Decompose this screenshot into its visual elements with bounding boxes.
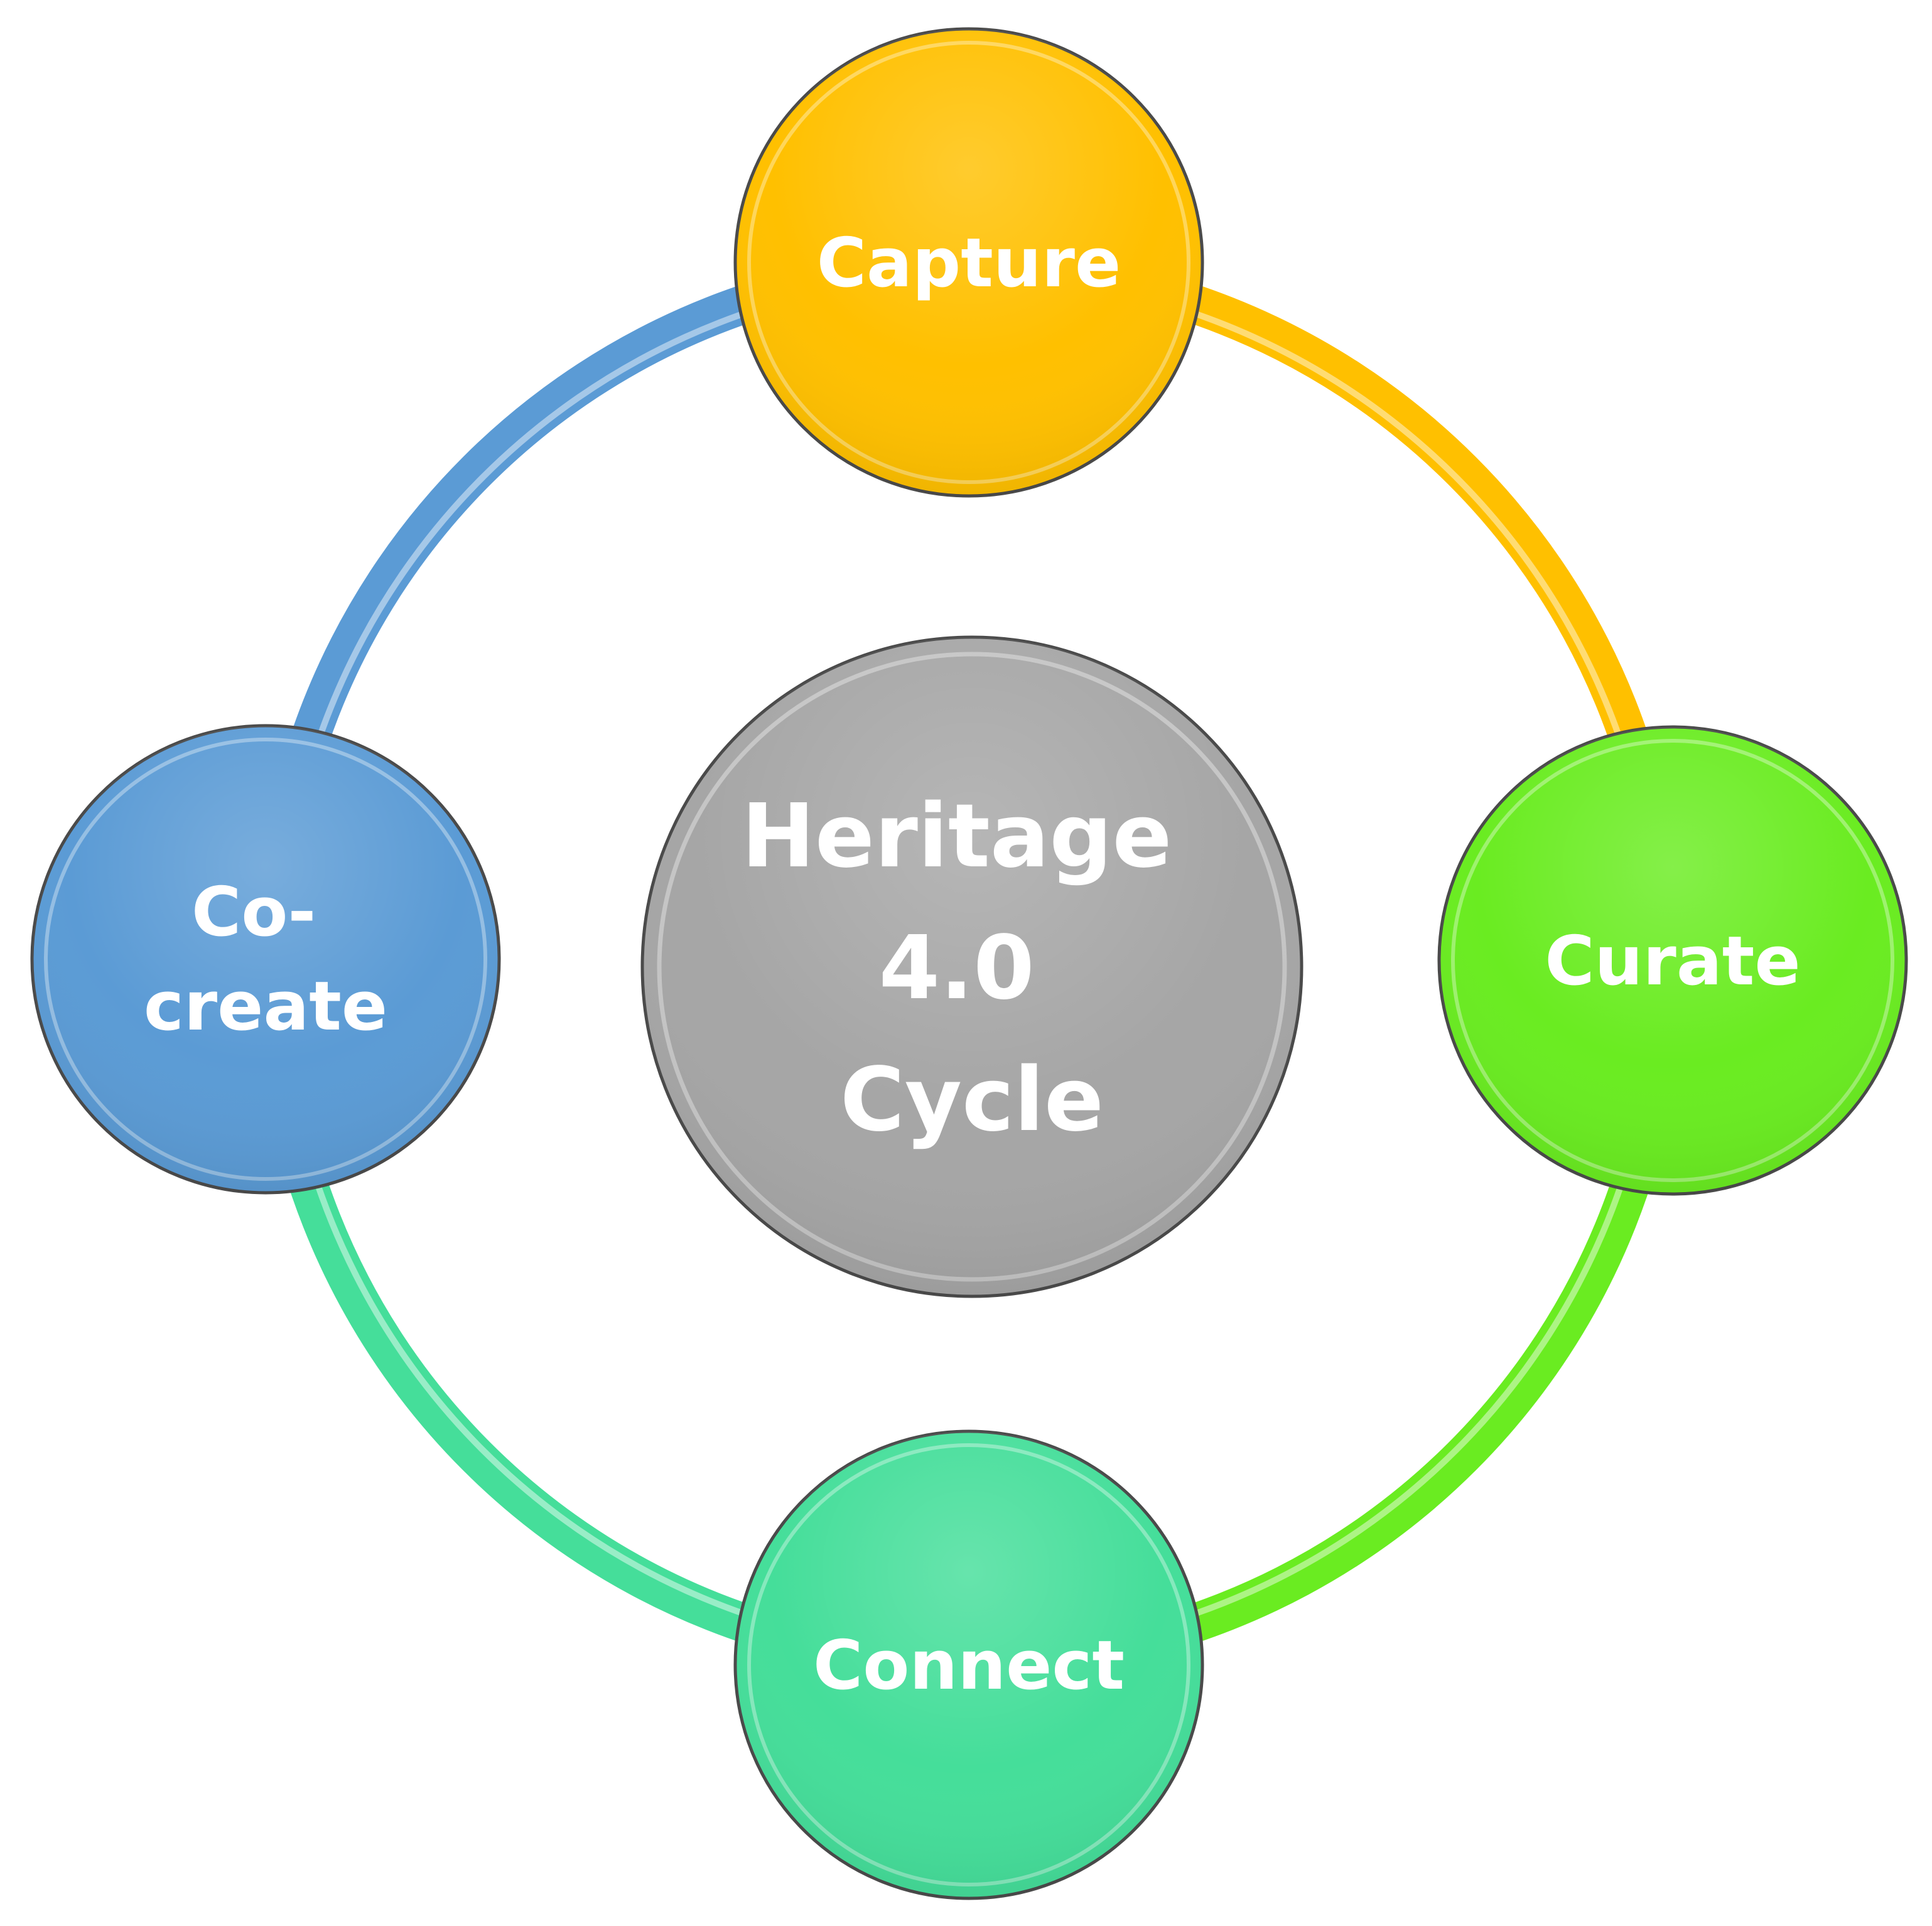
stage-circle-capture-gloss (735, 29, 1202, 496)
stage-node-capture: Capture (733, 27, 1204, 498)
center-title-line-3: Cycle (840, 1049, 1104, 1151)
stage-label-cocreate-line-2: create (144, 967, 387, 1046)
stage-label-capture: Capture (817, 224, 1121, 303)
stage-circle-cocreate-gloss (32, 726, 499, 1193)
stage-label-capture-line-1: Capture (817, 224, 1121, 303)
stage-node-cocreate: Co- create (30, 724, 501, 1195)
center-circle-gloss (642, 637, 1302, 1296)
stage-node-connect: Connect (733, 1429, 1204, 1900)
center-title-line-2: 4.0 (879, 917, 1035, 1019)
stage-node-curate: Curate (1437, 725, 1908, 1196)
stage-label-curate: Curate (1545, 922, 1800, 1001)
stage-label-cocreate-line-1: Co- (192, 873, 316, 952)
stage-label-connect: Connect (813, 1627, 1125, 1705)
stage-label-curate-line-1: Curate (1545, 922, 1800, 1001)
stage-label-connect-line-1: Connect (813, 1627, 1125, 1705)
center-title-line-1: Heritage (742, 785, 1172, 888)
stage-circle-connect-gloss (735, 1431, 1202, 1898)
center-node: Heritage 4.0 Cycle (640, 635, 1303, 1298)
stage-label-cocreate: Co- create (144, 873, 387, 1046)
center-title: Heritage 4.0 Cycle (742, 785, 1202, 1151)
stage-circle-curate-gloss (1439, 727, 1906, 1194)
